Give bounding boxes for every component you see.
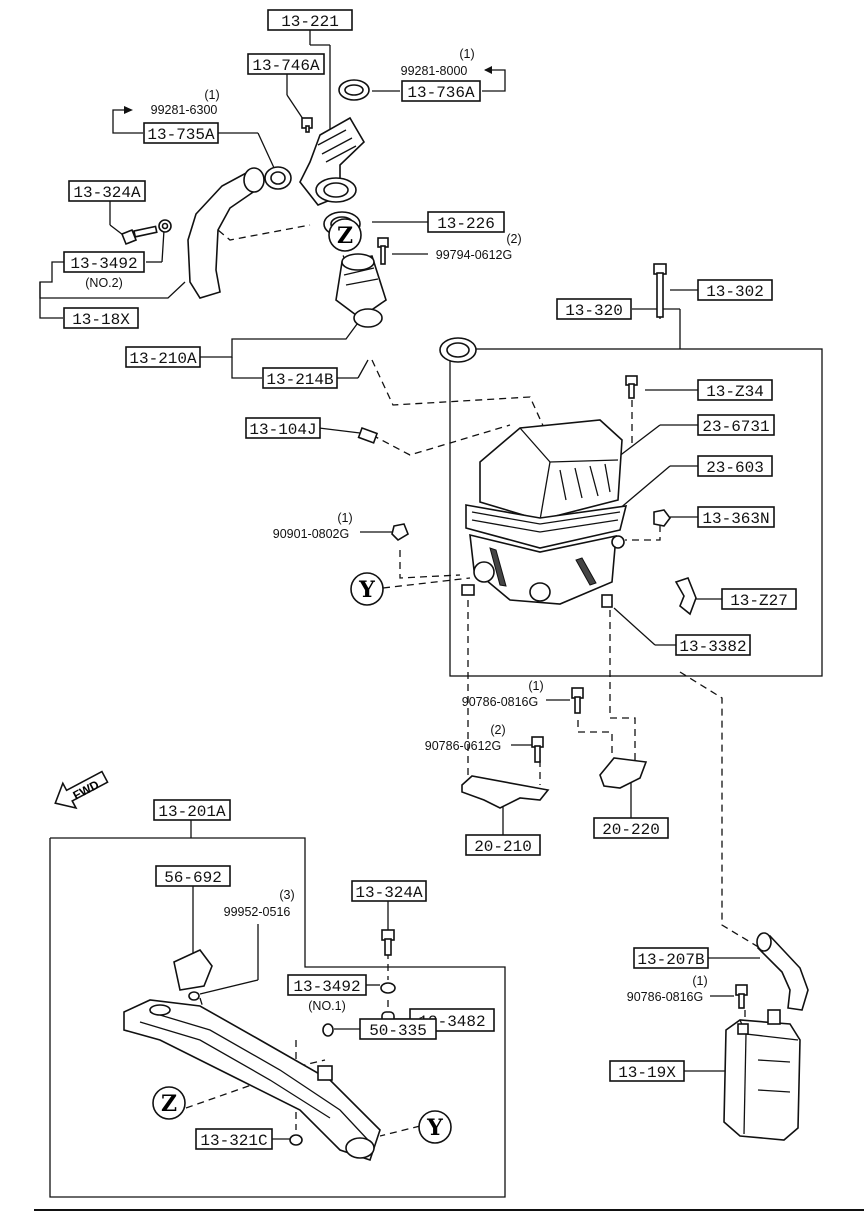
resonator-13-201a: [123, 999, 381, 1162]
label-20-210: 20-210: [474, 838, 532, 856]
label-23-603: 23-603: [706, 459, 764, 477]
qty-99794-0612g: (2): [506, 232, 521, 246]
label-13-221: 13-221: [281, 13, 339, 31]
group-frames: [49, 348, 823, 1198]
callout-90901-0802g: 90901-0802G: [273, 527, 349, 541]
qty-99281-8000: (1): [459, 47, 474, 61]
grommet-13-3382: [601, 594, 613, 608]
label-13-18x: 13-18X: [72, 311, 130, 329]
dashed-connections: [185, 214, 761, 1137]
label-13-320: 13-320: [565, 302, 623, 320]
bolt-13-324a-bot: [381, 929, 395, 956]
qty-90901-0802g: (1): [337, 511, 352, 525]
hardware-callouts: (1) 99281-8000 (1) 99281-6300 (2) 99794-…: [151, 47, 708, 1004]
label-20-220: 20-220: [602, 821, 660, 839]
callout-90786-0612g: 90786-0612G: [425, 739, 501, 753]
label-13-19x: 13-19X: [618, 1064, 676, 1082]
label-13-324a-bot: 13-324A: [355, 884, 423, 902]
part-labels: 13-221 13-746A 13-736A 13-735A 13-324A 1…: [63, 9, 797, 1150]
bracket-20-220: [599, 757, 648, 789]
marker-z-bot: Z: [161, 1091, 177, 1117]
bolt-13-302: [653, 263, 667, 318]
marker-y-mid: Y: [358, 577, 375, 603]
bracket-20-210: [461, 775, 550, 809]
label-13-210a: 13-210A: [129, 350, 197, 368]
callout-99281-8000: 99281-8000: [401, 64, 468, 78]
grommet-50-335: [322, 1023, 334, 1037]
hose-13-18x: [187, 171, 264, 299]
nut-13-363n: [653, 509, 671, 527]
qty-90786-0612g: (2): [490, 723, 505, 737]
qty-90786-0816g-bot: (1): [692, 974, 707, 988]
bracket-56-692: [173, 949, 213, 991]
qty-99281-6300: (1): [204, 88, 219, 102]
bolt-13-746a: [301, 117, 313, 133]
hose-13-207b: [756, 934, 809, 1011]
label-13-z27: 13-Z27: [730, 592, 788, 610]
bolt-90786-0816g-bot: [735, 984, 748, 1009]
label-no2: (NO.2): [85, 276, 123, 290]
leader-lines: [39, 30, 760, 1140]
duct-13-221: [299, 116, 366, 206]
label-13-207b: 13-207B: [637, 951, 704, 969]
label-56-692: 56-692: [164, 869, 222, 887]
label-23-6731: 23-6731: [702, 418, 769, 436]
callout-90786-0816g-bot: 90786-0816G: [627, 990, 703, 1004]
callout-99952-0516: 99952-0516: [224, 905, 291, 919]
reference-markers: Z Y Z Y FWD: [71, 218, 452, 1144]
callout-99281-6300: 99281-6300: [151, 103, 218, 117]
bolt-13-324a-top: [120, 219, 172, 246]
part-drawings: [54, 79, 809, 1162]
grommet-13-321c: [289, 1134, 303, 1146]
air-cleaner-13-320: [461, 419, 628, 605]
label-13-324a-top: 13-324A: [73, 184, 141, 202]
label-13-3492-top: 13-3492: [70, 255, 137, 273]
resonator-13-19x: [723, 1009, 801, 1141]
label-13-736a: 13-736A: [407, 84, 475, 102]
qty-90786-0816g-mid: (1): [528, 679, 543, 693]
label-50-335: 50-335: [369, 1022, 427, 1040]
bolt-13-z34: [625, 375, 638, 399]
bolt-90786-0816g-mid: [571, 687, 584, 714]
qty-99952-0516: (3): [279, 888, 294, 902]
bolt-90901: [391, 523, 409, 542]
bolt-90786-0612g: [531, 736, 544, 763]
label-13-363n: 13-363N: [702, 510, 769, 528]
label-13-201a: 13-201A: [158, 803, 226, 821]
label-13-z34: 13-Z34: [706, 383, 764, 401]
marker-y-bot: Y: [426, 1115, 443, 1141]
label-no1: (NO.1): [308, 999, 346, 1013]
label-13-735a: 13-735A: [147, 126, 215, 144]
fitting-13-104j: [357, 426, 379, 444]
clip-13-z27: [674, 577, 697, 616]
label-13-214b: 13-214B: [266, 371, 333, 389]
fwd-arrow: [54, 770, 109, 810]
label-13-321c: 13-321C: [200, 1132, 267, 1150]
bolt-99794: [377, 237, 389, 265]
callout-99794-0612g: 99794-0612G: [436, 248, 512, 262]
washer-99952: [188, 991, 200, 1001]
label-13-226: 13-226: [437, 215, 495, 233]
callout-90786-0816g-mid: 90786-0816G: [462, 695, 538, 709]
label-13-104j: 13-104J: [249, 421, 316, 439]
airflow-meter-13-210a: [335, 253, 387, 328]
label-13-302: 13-302: [706, 283, 764, 301]
label-13-3492-bot: 13-3492: [293, 978, 360, 996]
label-13-746a: 13-746A: [252, 57, 320, 75]
marker-z-top: Z: [337, 223, 353, 249]
washer-13-3492-bot: [380, 982, 396, 994]
label-13-3382: 13-3382: [679, 638, 746, 656]
